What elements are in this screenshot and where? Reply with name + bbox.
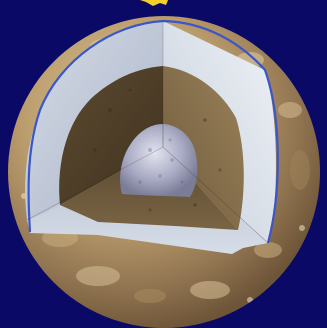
cutaway-globe-diagram bbox=[0, 0, 327, 328]
